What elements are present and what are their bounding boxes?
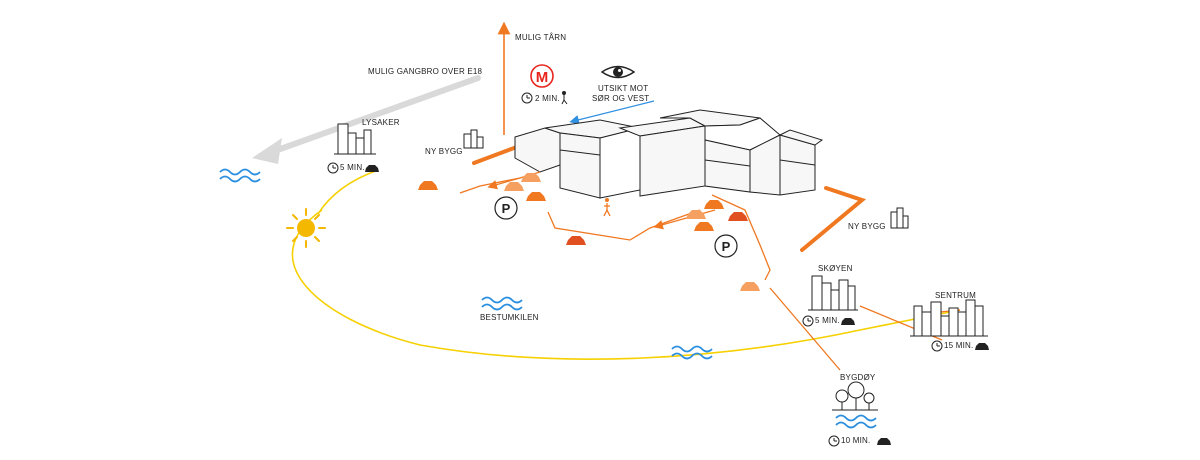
parking-letter: P bbox=[722, 239, 731, 254]
car-small-icon bbox=[877, 438, 891, 445]
car-icons bbox=[418, 173, 760, 291]
city-skyline-icon bbox=[334, 123, 376, 155]
gangbro-arrow bbox=[252, 75, 481, 164]
water-waves-icon bbox=[835, 414, 877, 429]
label-skoyen-time: 5 MIN. bbox=[815, 316, 840, 325]
city-skyline-icon bbox=[910, 299, 988, 337]
building-massing bbox=[514, 109, 824, 199]
label-utsikt-1: UTSIKT MOT bbox=[598, 84, 649, 93]
car-icon bbox=[566, 236, 586, 245]
clock-icon bbox=[802, 315, 814, 327]
label-sentrum-time: 15 MIN. bbox=[944, 341, 974, 350]
water-waves-icon bbox=[671, 345, 713, 360]
sun-icon bbox=[286, 208, 326, 248]
label-bestumkilen: BESTUMKILEN bbox=[480, 313, 539, 322]
label-lysaker-time: 5 MIN. bbox=[340, 163, 365, 172]
parking-letter: P bbox=[502, 201, 511, 216]
clock-icon bbox=[327, 162, 339, 174]
path-arrow bbox=[487, 177, 521, 190]
clock-icon bbox=[828, 435, 840, 447]
car-small-icon bbox=[841, 318, 855, 325]
car-icon bbox=[694, 222, 714, 231]
label-gangbro: MULIG GANGBRO OVER E18 bbox=[368, 67, 483, 76]
clock-icon bbox=[521, 92, 533, 104]
parking-icon: P bbox=[714, 234, 738, 258]
car-icon bbox=[704, 200, 724, 209]
label-skoyen: SKØYEN bbox=[818, 264, 853, 273]
label-lysaker: LYSAKER bbox=[362, 118, 400, 127]
car-icon bbox=[740, 282, 760, 291]
car-small-icon bbox=[365, 165, 379, 172]
label-bygdoy: BYGDØY bbox=[840, 373, 876, 382]
city-skyline-icon bbox=[808, 275, 858, 311]
clock-icon bbox=[931, 340, 943, 352]
car-icon bbox=[526, 192, 546, 201]
sun-path-top bbox=[317, 169, 379, 215]
label-bygdoy-time: 10 MIN. bbox=[841, 436, 871, 445]
water-waves-icon bbox=[219, 168, 261, 183]
sun-path-arc bbox=[291, 209, 961, 360]
ny-bygg-left-line bbox=[472, 143, 524, 165]
metro-letter: M bbox=[536, 69, 549, 86]
trees-icon bbox=[832, 381, 878, 411]
car-icon bbox=[728, 212, 748, 221]
walk-icon bbox=[561, 91, 568, 105]
label-mulig-tarn: MULIG TÅRN bbox=[515, 33, 567, 42]
ny-bygg-right-line bbox=[800, 186, 867, 252]
label-metro-time: 2 MIN. bbox=[535, 94, 560, 103]
car-icon bbox=[521, 173, 541, 182]
parking-icon: P bbox=[494, 196, 518, 220]
car-icon bbox=[504, 182, 524, 191]
city-skyline-icon bbox=[463, 129, 484, 149]
car-icon bbox=[686, 210, 706, 219]
label-utsikt-2: SØR OG VEST bbox=[592, 94, 650, 103]
pedestrian-icon bbox=[603, 198, 611, 217]
eye-icon bbox=[600, 65, 636, 79]
label-ny-bygg-right: NY BYGG bbox=[848, 222, 886, 231]
view-arrow bbox=[569, 100, 655, 125]
label-sentrum: SENTRUM bbox=[935, 291, 976, 300]
label-ny-bygg-left: NY BYGG bbox=[425, 147, 463, 156]
car-small-icon bbox=[975, 343, 989, 350]
metro-icon: M bbox=[530, 64, 554, 88]
car-icon bbox=[418, 181, 438, 190]
water-waves-icon bbox=[481, 296, 523, 311]
city-skyline-icon bbox=[890, 207, 909, 229]
